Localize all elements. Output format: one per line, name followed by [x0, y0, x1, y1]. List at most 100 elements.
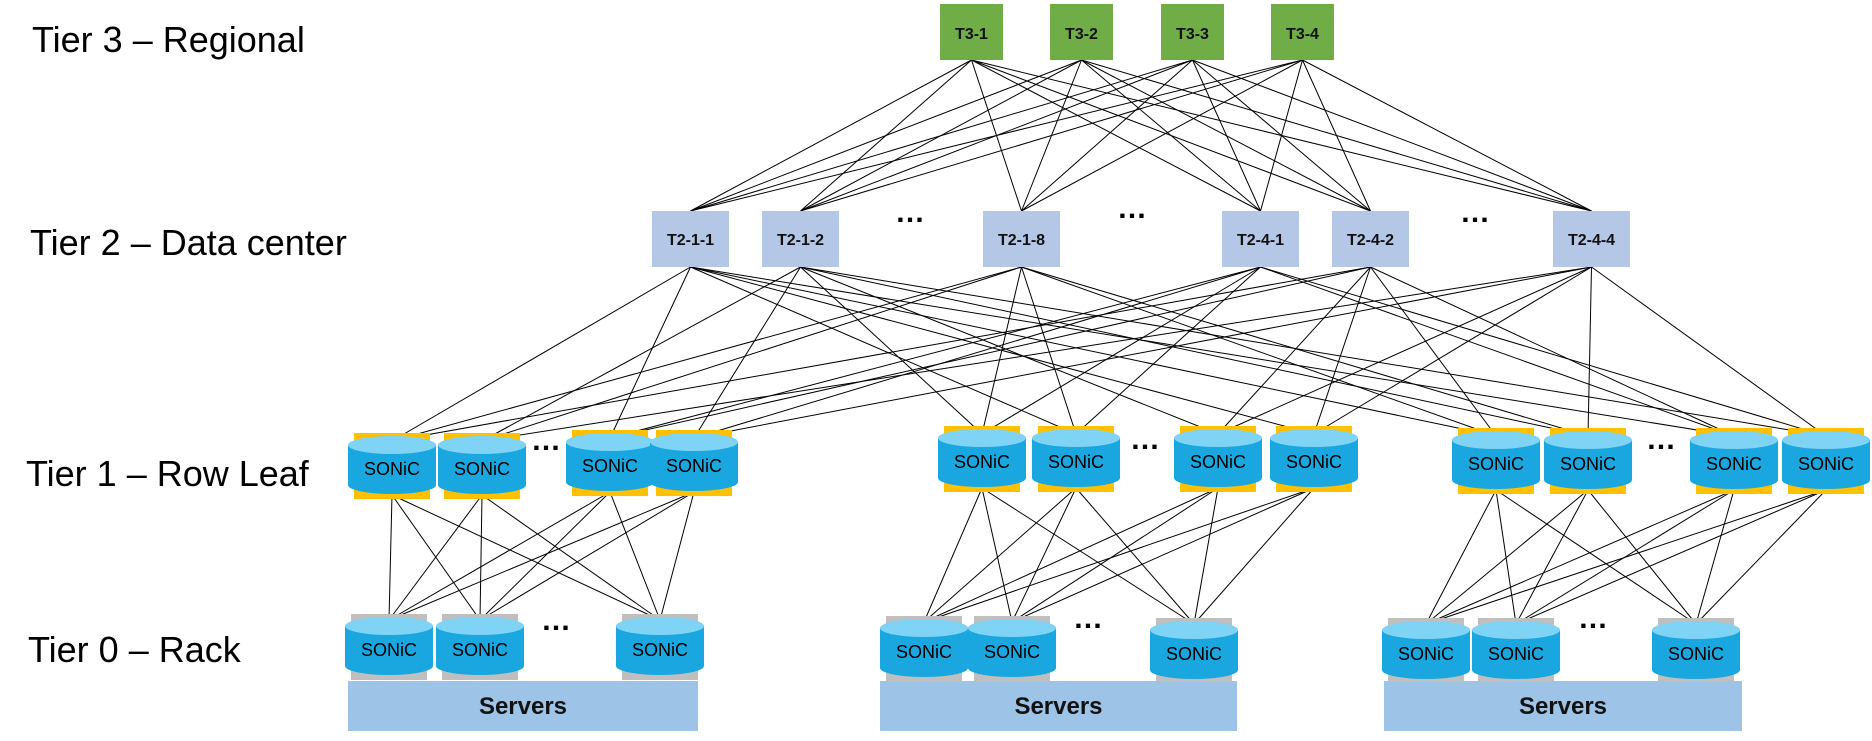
tier2-node-t2-4-2[interactable]: T2-4-2 — [1332, 211, 1409, 267]
svg-text:T2-4-4: T2-4-4 — [1568, 232, 1615, 249]
switch-top — [968, 619, 1056, 637]
switch-base — [968, 659, 1056, 677]
switch-label: SONiC — [666, 456, 722, 476]
switch-top — [436, 617, 524, 635]
link-t2-t1 — [1021, 266, 1497, 437]
tier0-switch-4[interactable]: SONiC — [880, 616, 968, 682]
switch-label: SONiC — [896, 642, 952, 662]
link-t1-t0 — [1515, 489, 1827, 625]
link-t1-t0 — [1515, 489, 1589, 625]
tier1-switch-9[interactable]: SONiC — [1452, 428, 1540, 494]
link-t1-t0 — [981, 487, 1013, 623]
link-t2-t1 — [1260, 266, 1735, 437]
tier0-switch-3[interactable]: SONiC — [616, 614, 704, 680]
tier1-switch-11[interactable]: SONiC — [1690, 428, 1778, 494]
tier1-switch-5[interactable]: SONiC — [938, 426, 1026, 492]
link-t3-t2 — [1302, 59, 1371, 212]
tier1-switch-3[interactable]: SONiC — [566, 430, 654, 496]
tier2-node-t2-1-2[interactable]: T2-1-2 — [762, 211, 839, 267]
switch-label: SONiC — [632, 640, 688, 660]
tier1-switch-4[interactable]: SONiC — [650, 430, 738, 496]
svg-text:T3-1: T3-1 — [955, 26, 988, 43]
link-t1-t0 — [388, 494, 393, 621]
link-t1-t0 — [1425, 489, 1735, 625]
tier-label-0: Tier 0 – Rack — [28, 629, 242, 670]
svg-text:T2-4-1: T2-4-1 — [1237, 232, 1284, 249]
servers-block-3[interactable]: Servers — [1384, 681, 1742, 731]
tier3-node-4[interactable]: T3-4 — [1271, 4, 1334, 60]
link-t2-t1 — [1075, 266, 1261, 435]
tier2-node-t2-1-1[interactable]: T2-1-1 — [652, 211, 729, 267]
link-t2-t1 — [1591, 266, 1827, 437]
switch-label: SONiC — [1190, 452, 1246, 472]
switch-base — [345, 657, 433, 675]
link-t2-t1 — [1021, 266, 1589, 437]
svg-text:T2-1-8: T2-1-8 — [998, 232, 1045, 249]
switch-top — [1544, 431, 1632, 449]
tier2-node-t2-4-4[interactable]: T2-4-4 — [1553, 211, 1630, 267]
switch-base — [348, 476, 436, 494]
tier0-ellipsis-3: … — [1578, 602, 1608, 635]
tier0-switch-6[interactable]: SONiC — [1150, 618, 1238, 684]
servers-block-1[interactable]: Servers — [348, 681, 698, 731]
link-t2-t1 — [693, 266, 1261, 439]
tier2-ellipsis-2: … — [1117, 192, 1147, 225]
switch-label: SONiC — [1798, 454, 1854, 474]
tier2-node-t2-1-8[interactable]: T2-1-8 — [983, 211, 1060, 267]
link-t1-t0 — [609, 491, 661, 621]
link-t2-t1 — [391, 266, 1371, 442]
tier3-node-1[interactable]: T3-1 — [940, 4, 1003, 60]
link-t3-t2 — [1302, 59, 1592, 212]
tier1-switch-1[interactable]: SONiC — [348, 433, 436, 499]
tier-label-2: Tier 2 – Data center — [30, 222, 347, 263]
svg-text:T3-2: T3-2 — [1065, 26, 1098, 43]
link-t2-t1 — [609, 266, 1261, 439]
link-t3-t2 — [971, 59, 1261, 212]
switch-base — [1472, 661, 1560, 679]
tier0-ellipsis-2: … — [1073, 602, 1103, 635]
switch-label: SONiC — [1048, 452, 1104, 472]
tier1-switch-6[interactable]: SONiC — [1032, 426, 1120, 492]
tier0-switch-5[interactable]: SONiC — [968, 616, 1056, 682]
tier1-ellipsis-3: … — [1646, 423, 1676, 456]
switch-base — [1270, 469, 1358, 487]
link-t2-t1 — [690, 266, 1497, 437]
tier0-ellipsis-1: … — [541, 604, 571, 637]
servers-block-2[interactable]: Servers — [880, 681, 1237, 731]
tier1-switch-8[interactable]: SONiC — [1270, 426, 1358, 492]
svg-text:Servers: Servers — [1519, 693, 1607, 720]
tier1-switch-10[interactable]: SONiC — [1544, 428, 1632, 494]
switch-label: SONiC — [984, 642, 1040, 662]
tier0-switch-7[interactable]: SONiC — [1382, 618, 1470, 684]
link-t3-t2 — [690, 59, 972, 212]
link-t1-t0 — [981, 487, 1195, 625]
tier0-switch-9[interactable]: SONiC — [1652, 618, 1740, 684]
tier1-ellipsis-1: … — [531, 424, 561, 457]
tier0-switch-1[interactable]: SONiC — [345, 614, 433, 680]
link-t3-t2 — [800, 59, 1303, 212]
tier0-switch-2[interactable]: SONiC — [436, 614, 524, 680]
tier3-node-2[interactable]: T3-2 — [1050, 4, 1113, 60]
tier2-node-t2-4-1[interactable]: T2-4-1 — [1222, 211, 1299, 267]
link-t2-t1 — [1217, 266, 1592, 435]
tier1-switch-7[interactable]: SONiC — [1174, 426, 1262, 492]
link-t1-t0 — [479, 494, 483, 621]
tier3-node-3[interactable]: T3-3 — [1161, 4, 1224, 60]
tier0-switch-8[interactable]: SONiC — [1472, 618, 1560, 684]
switch-top — [1690, 431, 1778, 449]
tier1-switch-2[interactable]: SONiC — [438, 433, 526, 499]
link-t1-t0 — [659, 491, 695, 621]
link-t2-t1 — [609, 266, 1371, 439]
link-t2-t1 — [1021, 266, 1077, 435]
link-t2-t1 — [981, 266, 1022, 435]
switch-label: SONiC — [1166, 644, 1222, 664]
switch-label: SONiC — [582, 456, 638, 476]
switch-top — [1032, 429, 1120, 447]
switch-top — [1452, 431, 1540, 449]
tier1-switch-12[interactable]: SONiC — [1782, 428, 1870, 494]
switch-base — [1782, 471, 1870, 489]
link-t1-t0 — [1075, 487, 1195, 625]
link-t1-t0 — [1425, 489, 1589, 625]
